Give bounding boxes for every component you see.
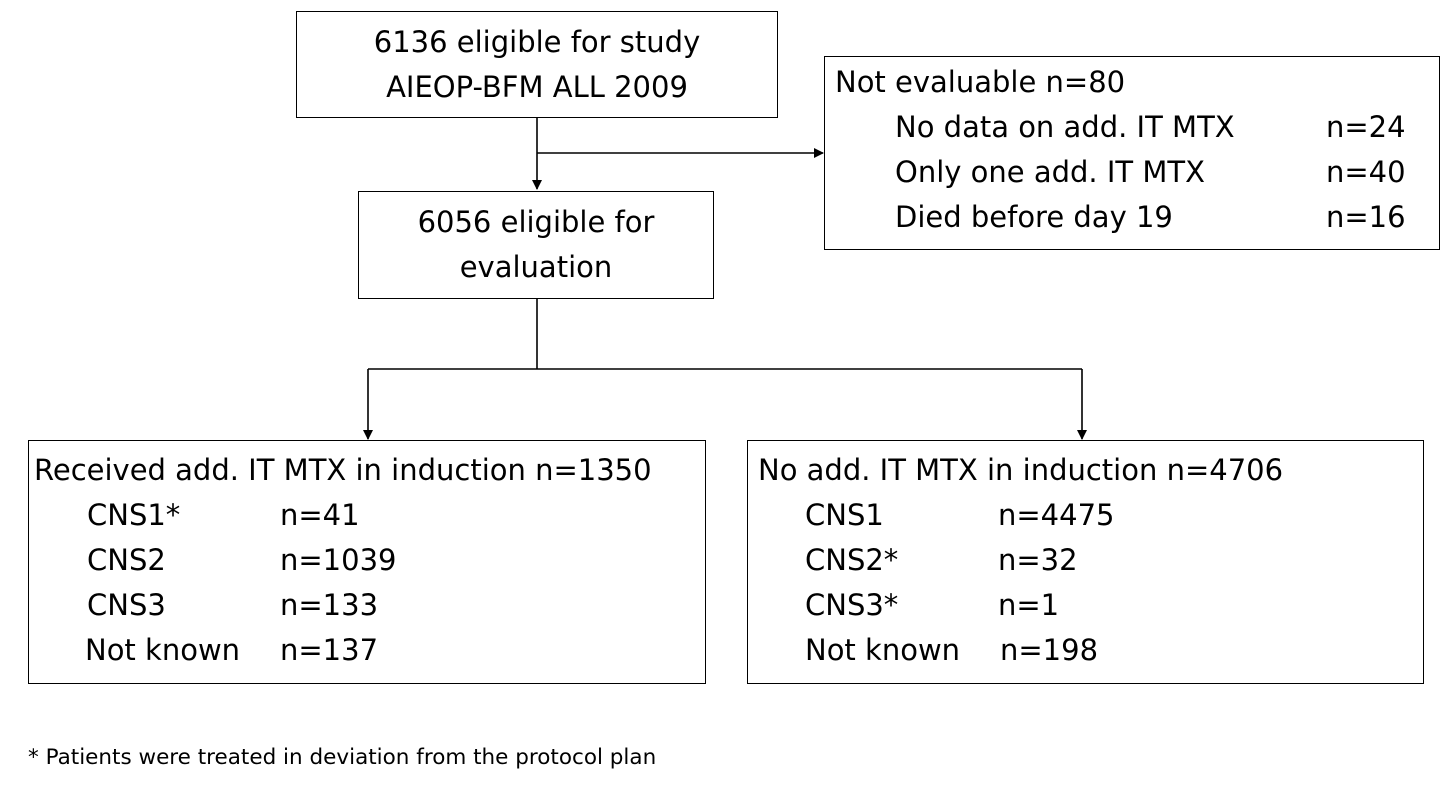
eligible-evaluation-box: 6056 eligible for evaluation [358,191,714,299]
right-count-cns3: n=1 [998,588,1060,622]
excluded-label-only-one: Only one add. IT MTX [895,155,1205,189]
eligible-evaluation-line1: 6056 eligible for [417,205,655,239]
right-label-not-known: Not known [805,633,961,667]
right-count-cns1: n=4475 [998,498,1115,532]
excluded-count-no-data: n=24 [1326,110,1406,144]
eligible-evaluation-line2: evaluation [459,250,613,284]
right-count-cns2: n=32 [998,543,1078,577]
excluded-label-died: Died before day 19 [895,200,1173,234]
left-count-cns3: n=133 [280,588,379,622]
excluded-count-died: n=16 [1326,200,1406,234]
footnote: * Patients were treated in deviation fro… [28,745,657,770]
left-count-not-known: n=137 [280,633,379,667]
not-evaluable-title: Not evaluable n=80 [835,65,1126,99]
right-count-not-known: n=198 [1000,633,1099,667]
eligible-study-line1: 6136 eligible for study [373,24,701,59]
eligible-study-line2: AIEOP-BFM ALL 2009 [386,69,688,104]
received-it-mtx-box: Received add. IT MTX in induction n=1350… [28,440,706,684]
right-label-cns3: CNS3* [805,588,899,622]
left-label-cns1: CNS1* [87,498,181,532]
left-count-cns1: n=41 [280,498,360,532]
right-label-cns2: CNS2* [805,543,899,577]
eligible-study-box: 6136 eligible for study AIEOP-BFM ALL 20… [296,11,778,118]
received-it-mtx-title: Received add. IT MTX in induction n=1350 [34,453,652,487]
left-label-cns3: CNS3 [87,588,166,622]
left-label-not-known: Not known [85,633,241,667]
right-label-cns1: CNS1 [805,498,884,532]
left-count-cns2: n=1039 [280,543,397,577]
excluded-label-no-data: No data on add. IT MTX [895,110,1235,144]
excluded-count-only-one: n=40 [1326,155,1406,189]
no-it-mtx-title: No add. IT MTX in induction n=4706 [758,453,1284,487]
left-label-cns2: CNS2 [87,543,166,577]
not-evaluable-box: Not evaluable n=80 No data on add. IT MT… [824,56,1440,250]
no-it-mtx-box: No add. IT MTX in induction n=4706 CNS1 … [747,440,1424,684]
